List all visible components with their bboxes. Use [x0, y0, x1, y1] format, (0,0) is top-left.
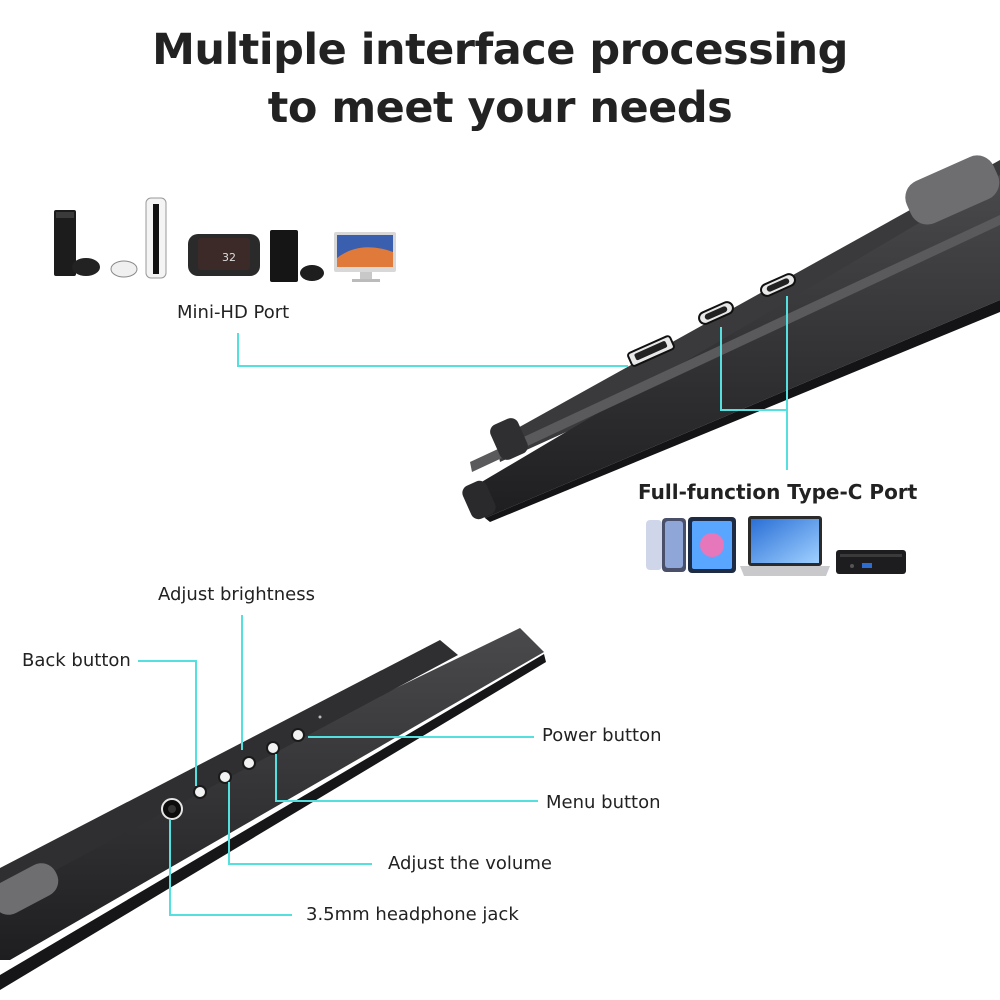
- mini-pc-icon: [836, 550, 906, 574]
- switch-console-icon: 32: [188, 234, 260, 276]
- phone-icon: [646, 518, 686, 572]
- monitor-bottom-edge: [0, 628, 546, 990]
- headphone-jack-label: 3.5mm headphone jack: [306, 904, 519, 925]
- volume-button-icon: [218, 770, 232, 784]
- back-button-label: Back button: [22, 650, 131, 671]
- brightness-label: Adjust brightness: [158, 584, 315, 605]
- callout-lines-bottom: [138, 615, 538, 916]
- xbox-console-icon: [54, 210, 100, 276]
- power-button-label: Power button: [542, 725, 662, 746]
- mini-hd-port-label: Mini-HD Port: [177, 302, 290, 323]
- brightness-button-icon: [242, 756, 256, 770]
- imac-icon: [334, 232, 396, 282]
- ps4-console-icon: [270, 230, 324, 282]
- hardware-buttons: [193, 728, 305, 799]
- volume-label: Adjust the volume: [388, 853, 552, 874]
- power-button-icon: [291, 728, 305, 742]
- page-title-line-2: to meet your needs: [267, 83, 733, 133]
- menu-button-label: Menu button: [546, 792, 661, 813]
- mini-hd-port-icon: [627, 335, 675, 367]
- tablet-icon: [688, 517, 736, 573]
- page-title-line-1: Multiple interface processing: [152, 25, 848, 75]
- type-c-port-icon-2: [760, 273, 796, 297]
- menu-button-icon: [266, 741, 280, 755]
- laptop-icon: [740, 516, 830, 576]
- svg-text:32: 32: [222, 251, 236, 264]
- headphone-jack-icon: [161, 798, 183, 820]
- back-button-icon: [193, 785, 207, 799]
- type-c-port-label: Full-function Type-C Port: [638, 480, 918, 504]
- ps5-console-icon: [110, 197, 167, 279]
- callout-lines-top: [237, 296, 788, 470]
- type-c-port-icon: [698, 301, 734, 325]
- indicator-light-icon: [318, 715, 322, 719]
- monitor-top-edge: [462, 155, 1000, 522]
